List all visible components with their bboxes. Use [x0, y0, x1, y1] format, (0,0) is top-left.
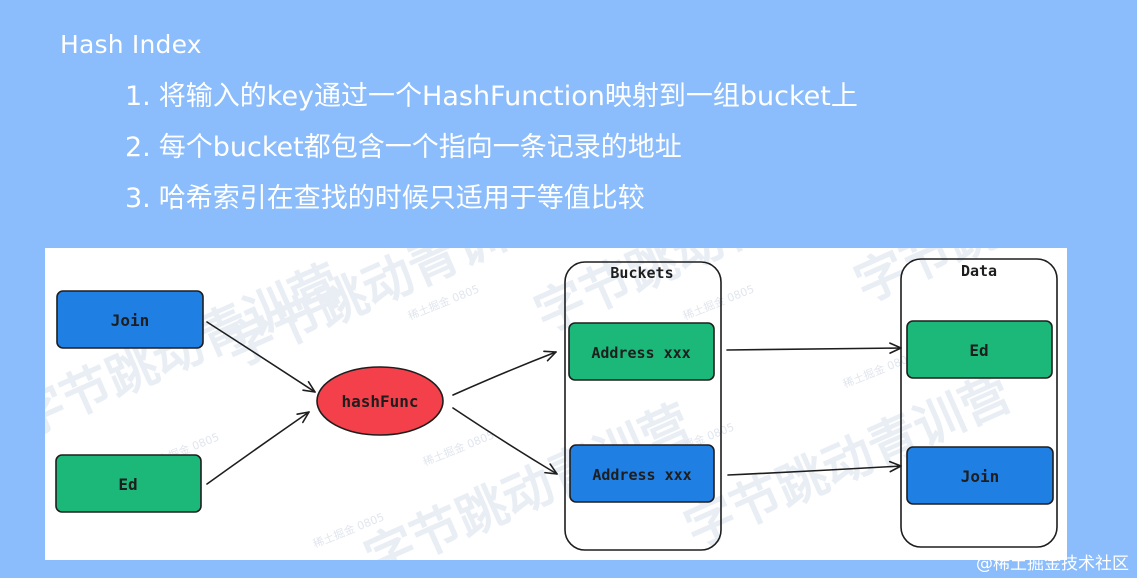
- input-node-label: Ed: [118, 475, 137, 494]
- arrow-bucket-1-to-ed: [726, 342, 902, 354]
- data-entry: Join: [906, 446, 1054, 505]
- arrow-hash-to-bucket-1: [452, 350, 557, 396]
- input-node-label: Join: [111, 311, 150, 330]
- bucket-entry: Address xxx: [568, 322, 715, 381]
- hash-function-label: hashFunc: [341, 392, 418, 411]
- data-entry: Ed: [906, 320, 1053, 379]
- bullet-list: 1.将输入的key通过一个HashFunction映射到一组bucket上 2.…: [125, 78, 858, 231]
- data-container: Data: [900, 258, 1058, 548]
- bucket-entry: Address xxx: [569, 444, 715, 503]
- data-entry-label: Join: [961, 467, 1000, 486]
- bullet-number: 2.: [125, 132, 151, 163]
- input-node-ed: Ed: [55, 454, 202, 513]
- input-node-join: Join: [56, 290, 204, 349]
- bullet-number: 3.: [125, 183, 151, 214]
- diagram-canvas: 字节跳动青训营 字节跳动青训营 字节跳动青训营 字节跳动青训营 字节跳动青训营 …: [45, 248, 1067, 560]
- bullet-text: 哈希索引在查找的时候只适用于等值比较: [158, 183, 645, 214]
- arrow-ed-to-hash: [206, 411, 310, 485]
- bucket-entry-label: Address xxx: [592, 466, 691, 484]
- footer-credit: @稀土掘金技术社区: [976, 554, 1129, 574]
- arrow-bucket-2-to-join: [727, 460, 902, 476]
- data-label: Data: [961, 262, 997, 280]
- arrow-join-to-hash: [206, 321, 316, 393]
- bucket-entry-label: Address xxx: [591, 344, 690, 362]
- buckets-container: Buckets: [564, 261, 722, 551]
- bullet-text: 每个bucket都包含一个指向一条记录的地址: [158, 132, 682, 163]
- arrow-hash-to-bucket-2: [452, 407, 558, 475]
- data-entry-label: Ed: [969, 341, 988, 360]
- bullet-text: 将输入的key通过一个HashFunction映射到一组bucket上: [158, 81, 858, 112]
- bullet-item: 3.哈希索引在查找的时候只适用于等值比较: [125, 180, 858, 231]
- bullet-item: 2.每个bucket都包含一个指向一条记录的地址: [125, 129, 858, 180]
- bullet-number: 1.: [125, 81, 151, 112]
- buckets-label: Buckets: [610, 264, 673, 282]
- bullet-item: 1.将输入的key通过一个HashFunction映射到一组bucket上: [125, 78, 858, 129]
- hash-index-diagram: Join Ed hashFunc Buckets Address xxx Add…: [55, 258, 1058, 551]
- hash-function-node: hashFunc: [316, 366, 444, 436]
- slide-title: Hash Index: [60, 30, 202, 59]
